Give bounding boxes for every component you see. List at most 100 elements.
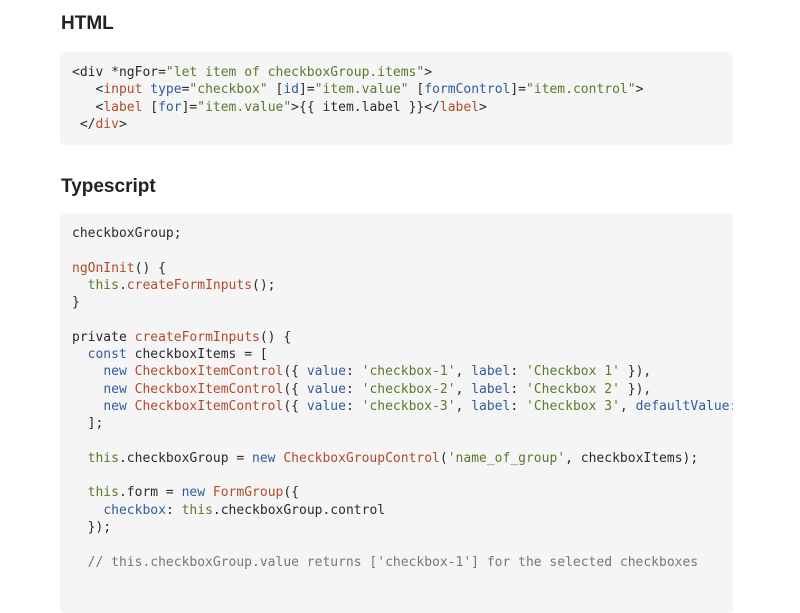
code-token: value [306, 364, 346, 380]
code-token: CheckboxGroupControl [283, 450, 440, 466]
code-token: , checkboxItems); [565, 450, 699, 466]
code-token: input [103, 82, 143, 98]
code-token: new [252, 450, 276, 466]
code-token: for [158, 99, 182, 115]
code-token [127, 399, 135, 414]
code-line: this.form = new FormGroup({ [72, 484, 733, 501]
code-token: ]= [181, 99, 198, 115]
code-token: createFormInputs [134, 329, 260, 345]
code-line: }); [72, 519, 733, 536]
code-token: type [150, 82, 182, 98]
code-token: new [181, 485, 206, 501]
code-token: label [439, 99, 480, 115]
code-token: value [306, 398, 346, 414]
code-token: : [510, 381, 526, 397]
code-token: [ [267, 82, 284, 98]
code-token: private [72, 329, 135, 345]
code-token: ]= [299, 82, 315, 98]
code-token [72, 485, 88, 500]
code-token: label [103, 99, 143, 115]
code-token: : [165, 502, 182, 518]
code-token: <div *ngFor= [72, 65, 166, 80]
code-token [72, 347, 88, 362]
code-token: ({ [283, 364, 307, 380]
html-heading: HTML [61, 13, 114, 34]
code-line: checkbox: this.checkboxGroup.control [72, 502, 733, 519]
code-token: this [87, 485, 119, 501]
code-token: .form = [118, 485, 182, 501]
code-token: new [103, 381, 127, 397]
code-token: ]; [72, 416, 104, 432]
code-token: > [118, 116, 127, 132]
code-token: CheckboxItemControl [134, 398, 284, 414]
code-token: , [455, 364, 472, 380]
code-token: }), [619, 364, 652, 380]
typescript-code: checkboxGroup;​ngOnInit() { this.createF… [60, 213, 733, 583]
code-token: label [471, 398, 511, 414]
code-token: defaultValue [635, 398, 730, 414]
code-token: CheckboxItemControl [134, 381, 284, 397]
code-token: = [181, 82, 190, 98]
code-token [72, 278, 88, 293]
code-token: > [635, 82, 644, 98]
code-token: const [87, 347, 127, 363]
code-token [72, 503, 103, 518]
code-token: : [345, 398, 362, 414]
code-token: checkboxItems = [ [126, 347, 268, 363]
code-token: } [72, 295, 80, 311]
code-token [72, 451, 88, 466]
code-token: this [181, 502, 213, 518]
html-code-block: <div *ngFor="let item of checkboxGroup.i… [60, 52, 733, 145]
code-line: ​ [72, 242, 733, 259]
code-token: 'checkbox-2' [361, 381, 456, 397]
code-token: 'checkbox-3' [361, 398, 456, 414]
code-token [72, 382, 103, 397]
code-token: createFormInputs [126, 277, 253, 293]
code-token: this [87, 450, 119, 466]
code-line: new CheckboxItemControl({ value: 'checkb… [72, 398, 733, 415]
code-line: ​ [72, 467, 733, 484]
code-line: <input type="checkbox" [id]="item.value"… [72, 81, 733, 98]
code-token: >{{ item.label }}</ [291, 99, 440, 115]
code-token: }), [619, 381, 652, 397]
code-token: ( [439, 450, 448, 466]
code-token: "item.value" [197, 99, 292, 115]
code-token: : [345, 381, 362, 397]
typescript-code-block: checkboxGroup;​ngOnInit() { this.createF… [60, 213, 733, 613]
code-line: new CheckboxItemControl({ value: 'checkb… [72, 363, 733, 380]
code-line: private createFormInputs() { [72, 329, 733, 346]
code-token: 'Checkbox 2' [526, 381, 620, 397]
code-token: "item.value" [314, 82, 409, 98]
code-token: ({ [283, 398, 307, 414]
code-token: : [345, 364, 362, 380]
code-token: value [306, 381, 346, 397]
code-token: new [103, 364, 127, 380]
code-token: : [510, 398, 526, 414]
code-token: 'Checkbox 3' [526, 398, 620, 414]
code-token: () { [259, 329, 292, 345]
code-token: > [424, 65, 433, 80]
typescript-heading: Typescript [61, 176, 156, 197]
code-token: 'name_of_group' [447, 450, 566, 466]
code-token [72, 364, 103, 379]
code-token: ngOnInit [72, 260, 135, 276]
code-token: [ [408, 82, 425, 98]
code-token: > [479, 99, 487, 115]
code-token [72, 399, 103, 414]
code-line: checkboxGroup; [72, 225, 733, 242]
code-token: }); [72, 520, 112, 536]
code-token: "checkbox" [189, 82, 268, 98]
code-token: < [72, 99, 104, 115]
code-line: new CheckboxItemControl({ value: 'checkb… [72, 381, 733, 398]
code-token: ({ [283, 485, 300, 501]
code-token: 'checkbox-1' [361, 364, 456, 380]
code-token: CheckboxItemControl [134, 364, 284, 380]
code-token: // this.checkboxGroup.value returns ['ch… [72, 554, 699, 570]
code-token: , [455, 381, 472, 397]
code-token: , [619, 398, 636, 414]
code-token: new [103, 398, 127, 414]
html-code: <div *ngFor="let item of checkboxGroup.i… [60, 52, 733, 145]
code-token: this [87, 277, 119, 293]
code-token: < [72, 82, 104, 98]
code-token: [ [142, 99, 159, 115]
